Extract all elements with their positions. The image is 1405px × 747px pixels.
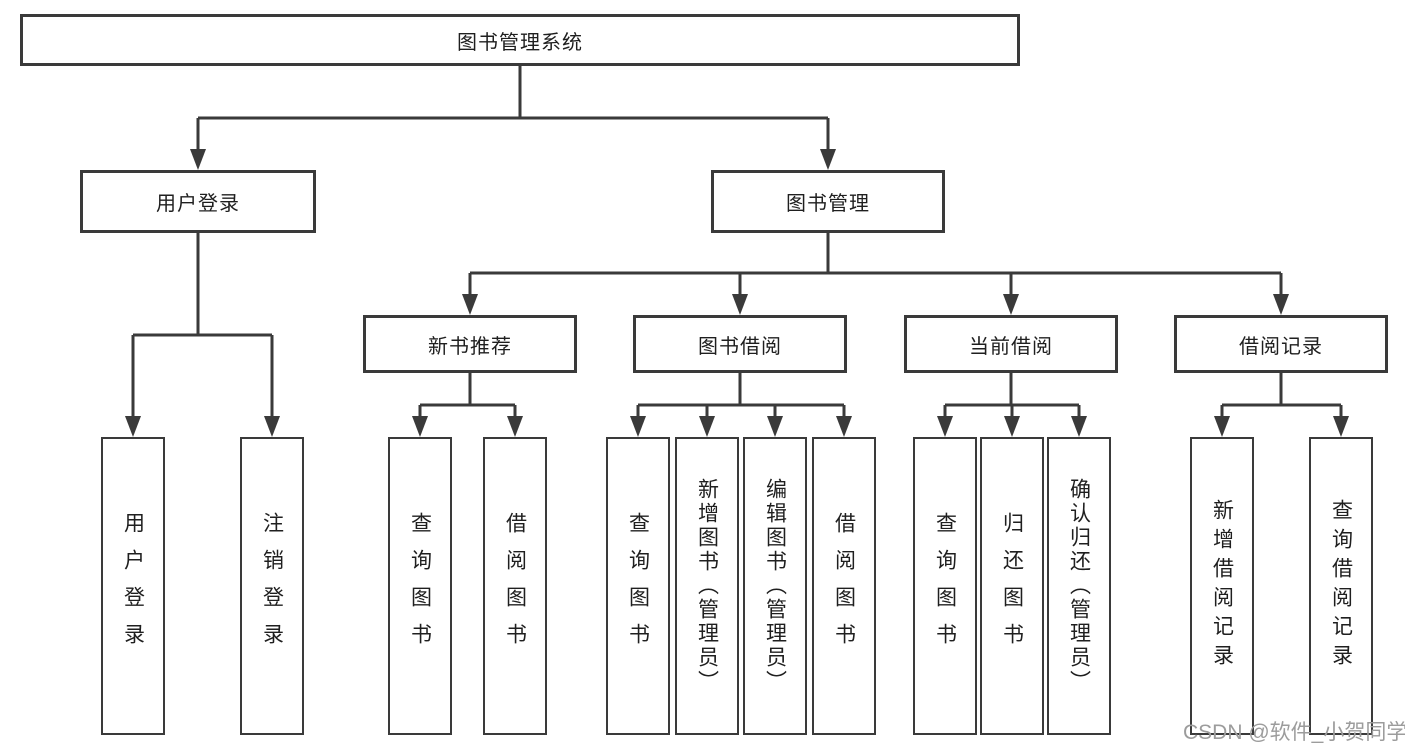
node-book-borrow-label: 图书借阅 (698, 335, 782, 358)
node-user-login-label: 用户登录 (156, 193, 240, 215)
leaf-add-borrow-record: 新增借阅记录 (1190, 437, 1254, 735)
leaf-query-books-recommend: 查询图书 (388, 437, 452, 735)
leaf-borrow-books: 借阅图书 (812, 437, 876, 735)
node-user-login: 用户登录 (80, 170, 316, 233)
leaf-query-borrow-record: 查询借阅记录 (1309, 437, 1373, 735)
leaf-confirm-return-admin: 确认归还（管理员） (1047, 437, 1111, 735)
node-root: 图书管理系统 (20, 14, 1020, 66)
connector-root (196, 66, 830, 151)
node-book-management: 图书管理 (711, 170, 945, 233)
node-borrow-records-label: 借阅记录 (1239, 335, 1323, 358)
leaf-edit-books-admin: 编辑图书（管理员） (743, 437, 807, 735)
leaf-user-login: 用户登录 (101, 437, 165, 735)
node-current-borrow: 当前借阅 (904, 315, 1118, 373)
node-borrow-records: 借阅记录 (1174, 315, 1388, 373)
node-book-borrow: 图书借阅 (633, 315, 847, 373)
node-book-management-label: 图书管理 (786, 193, 870, 215)
connector-book-management (468, 233, 1283, 296)
csdn-watermark: CSDN @软件_小贺同学 (1183, 721, 1405, 744)
leaf-borrow-books-recommend: 借阅图书 (483, 437, 547, 735)
leaf-return-books: 归还图书 (980, 437, 1044, 735)
connector-user-login (131, 233, 274, 418)
leaf-query-books-current: 查询图书 (913, 437, 977, 735)
connector-book-borrow (636, 373, 846, 418)
leaf-query-books-borrow: 查询图书 (606, 437, 670, 735)
leaf-logout: 注销登录 (240, 437, 304, 735)
connector-borrow-records (1220, 373, 1343, 418)
node-root-label: 图书管理系统 (457, 31, 583, 54)
connector-current-borrow (943, 373, 1081, 418)
connector-new-book-recommend (418, 373, 517, 418)
node-new-book-recommend-label: 新书推荐 (428, 335, 512, 358)
node-current-borrow-label: 当前借阅 (969, 335, 1053, 358)
node-new-book-recommend: 新书推荐 (363, 315, 577, 373)
leaf-add-books-admin: 新增图书（管理员） (675, 437, 739, 735)
